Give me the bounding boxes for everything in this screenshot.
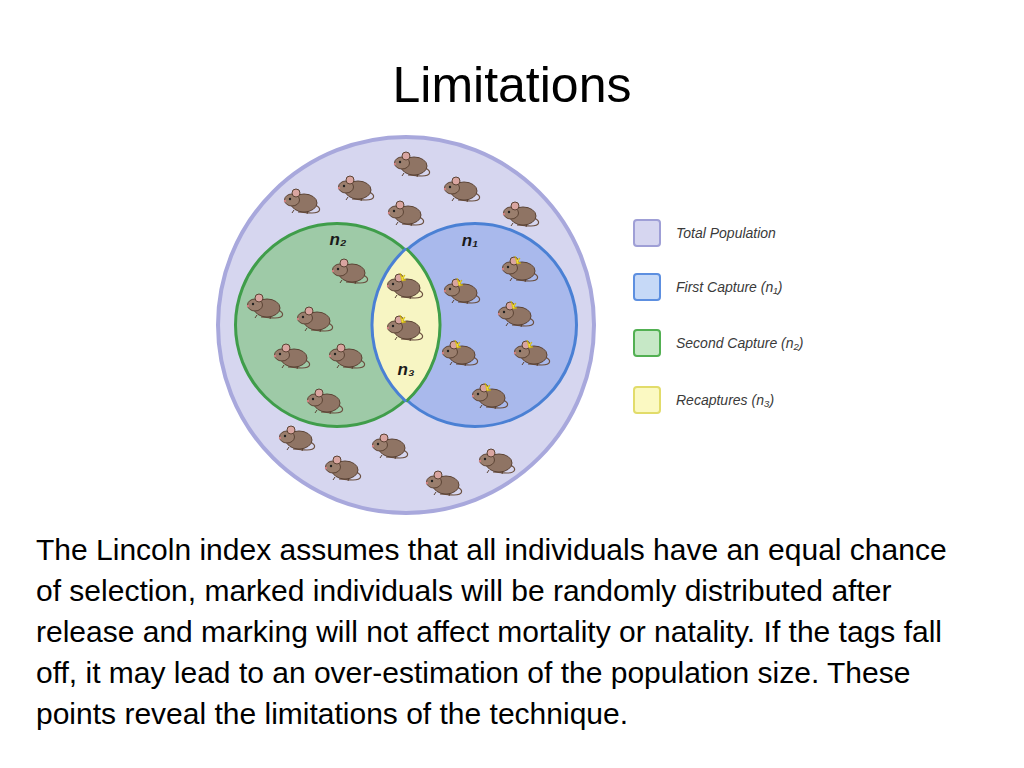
- mouse-icon: [444, 177, 480, 202]
- title: Limitations: [393, 57, 632, 113]
- legend-text: Second Capture (n₂): [676, 329, 804, 357]
- marked-mouse-icon: [502, 256, 538, 282]
- mouse-icon: [372, 434, 408, 459]
- marked-mouse-icon: [387, 315, 423, 341]
- legend-swatch: [633, 219, 661, 247]
- legend-entry: Total Population: [633, 219, 933, 247]
- mouse-icon: [325, 456, 361, 481]
- caption-box: The Lincoln index assumes that all indiv…: [36, 529, 976, 734]
- mouse-icon: [279, 426, 315, 451]
- set-label: n₃: [398, 360, 415, 380]
- venn-intersection: n₃: [372, 248, 440, 402]
- mouse-icon: [332, 259, 368, 284]
- mouse-icon: [394, 152, 430, 177]
- mouse-icon: [274, 344, 310, 369]
- legend-entry: First Capture (n₁): [633, 273, 933, 301]
- legend-text: First Capture (n₁): [676, 273, 782, 301]
- total-population-circle: [218, 137, 594, 513]
- legend-text: Total Population: [676, 219, 776, 247]
- legend-text: Recaptures (n₃): [676, 386, 774, 414]
- mouse-icon: [388, 201, 424, 226]
- legend-swatch: [633, 273, 661, 301]
- caption-text: The Lincoln index assumes that all indiv…: [36, 533, 947, 730]
- marked-mouse-icon: [444, 278, 480, 304]
- set-label: n₂: [330, 230, 347, 250]
- marked-mouse-icon: [514, 340, 550, 366]
- mouse-icon: [247, 294, 283, 319]
- legend-entry: Recaptures (n₃): [633, 386, 933, 414]
- legend-entry: Second Capture (n₂): [633, 329, 933, 357]
- marked-mouse-icon: [442, 340, 478, 366]
- set-label: n₁: [462, 231, 478, 251]
- marked-mouse-icon: [472, 383, 508, 409]
- mouse-icon: [284, 189, 320, 214]
- mouse-icon: [329, 344, 365, 369]
- legend: Total PopulationFirst Capture (n₁) Second…: [633, 0, 933, 420]
- mouse-icon: [338, 176, 374, 201]
- legend-swatch: [633, 386, 661, 414]
- mouse-icon: [479, 449, 515, 474]
- lens-fill: [372, 249, 440, 402]
- mouse-icon: [426, 471, 462, 496]
- marked-mouse-icon: [498, 301, 534, 327]
- mouse-icon: [297, 307, 333, 332]
- mouse-icon: [503, 202, 539, 227]
- mouse-icon: [307, 389, 343, 414]
- legend-swatch: [633, 329, 661, 357]
- title-box: Limitations: [0, 55, 1024, 115]
- marked-mouse-icon: [387, 273, 423, 299]
